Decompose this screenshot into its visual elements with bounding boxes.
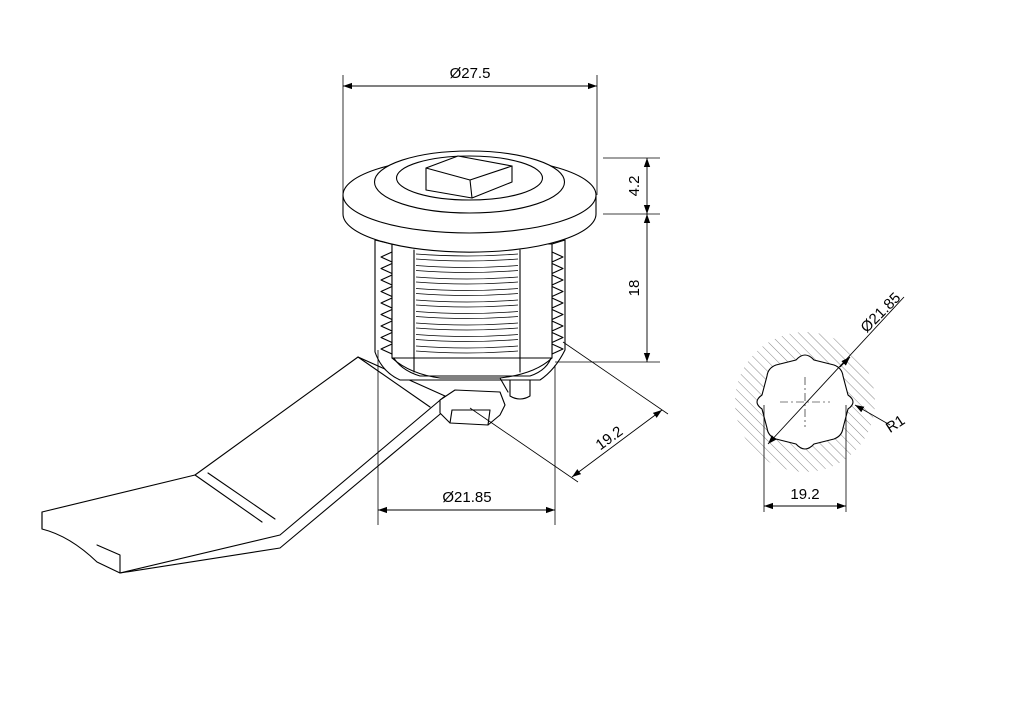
thread-tooth bbox=[551, 343, 564, 355]
thread-tooth bbox=[380, 331, 393, 344]
thread-tooth bbox=[551, 320, 564, 332]
thread-tooth bbox=[380, 320, 393, 332]
dimension-body-diameter: Ø21.85 bbox=[377, 350, 556, 525]
thread-tooth bbox=[551, 308, 564, 321]
thread-tooth bbox=[380, 343, 393, 355]
thread-ridge bbox=[415, 299, 519, 303]
thread-ridge bbox=[415, 311, 519, 314]
label-section-diameter: Ø21.85 bbox=[857, 289, 904, 336]
thread-tooth bbox=[551, 251, 564, 263]
thread-ridge bbox=[415, 322, 519, 326]
thread-flat-face bbox=[415, 253, 519, 354]
thread-ridge bbox=[415, 345, 519, 349]
thread-tooth bbox=[551, 297, 564, 309]
mounting-hole-section: Ø21.85 R1 19.2 bbox=[735, 289, 908, 512]
label-section-width: 19.2 bbox=[790, 486, 819, 503]
label-section-radius: R1 bbox=[883, 412, 908, 437]
thread-ridge bbox=[415, 288, 519, 291]
thread-ridge bbox=[415, 316, 519, 319]
label-flange-diameter: Ø27.5 bbox=[450, 65, 491, 82]
thread-ridge bbox=[415, 258, 519, 262]
thread-teeth-right bbox=[551, 251, 564, 355]
thread-ridge bbox=[415, 265, 519, 268]
label-body-length: 18 bbox=[626, 280, 643, 297]
dimension-flange-height: 4.2 bbox=[603, 157, 660, 215]
thread-tooth bbox=[551, 331, 564, 344]
thread-ridge bbox=[415, 253, 519, 257]
threaded-body bbox=[374, 239, 566, 393]
thread-tooth bbox=[380, 251, 393, 263]
thread-ridge bbox=[415, 293, 519, 296]
thread-ridge bbox=[415, 339, 519, 342]
thread-ridge bbox=[415, 327, 519, 331]
thread-ridge bbox=[415, 281, 519, 285]
label-flange-height: 4.2 bbox=[626, 176, 643, 197]
thread-teeth-left bbox=[380, 251, 393, 355]
thread-ridge bbox=[415, 270, 519, 273]
thread-tooth bbox=[380, 262, 393, 275]
label-body-diameter: Ø21.85 bbox=[442, 489, 491, 506]
cam-lever bbox=[41, 356, 446, 574]
thread-tooth bbox=[380, 308, 393, 321]
thread-tooth bbox=[551, 274, 564, 286]
thread-ridge bbox=[415, 304, 519, 308]
thread-tooth bbox=[380, 297, 393, 309]
flange-head bbox=[342, 150, 597, 253]
thread-tooth bbox=[380, 285, 393, 298]
dimension-flange-diameter: Ø27.5 bbox=[342, 65, 598, 195]
thread-tooth bbox=[380, 274, 393, 286]
thread-ridge bbox=[415, 334, 519, 337]
thread-ridge bbox=[415, 276, 519, 280]
thread-tooth bbox=[551, 262, 564, 275]
shaft-nut bbox=[439, 379, 531, 426]
thread-tooth bbox=[551, 285, 564, 298]
dimension-body-length: 18 bbox=[555, 214, 660, 363]
thread-ridge bbox=[415, 350, 519, 354]
